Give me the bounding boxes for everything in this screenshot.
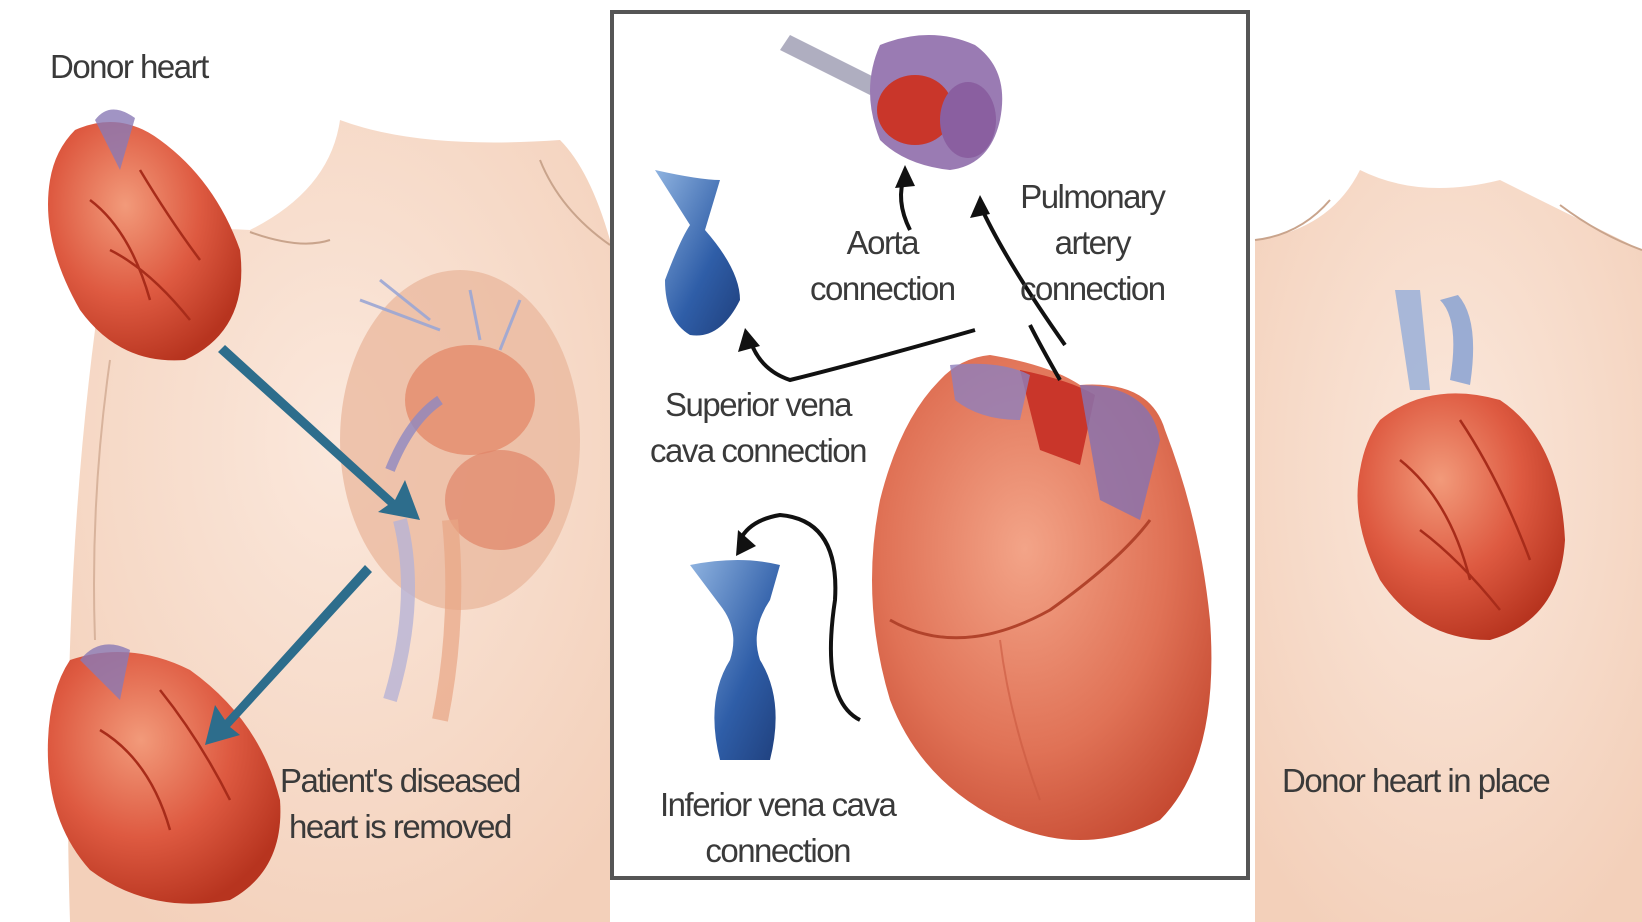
donor-heart-label: Donor heart [50, 44, 208, 90]
superior-vena-cava-label: Superior vena cava connection [650, 382, 866, 474]
patient-heart-removed-label: Patient's diseased heart is removed [280, 758, 520, 850]
pulmonary-artery-connection-label: Pulmonary artery connection [1020, 174, 1165, 312]
inferior-vena-cava-label: Inferior vena cava connection [660, 782, 895, 874]
donor-heart-icon [48, 109, 241, 360]
aorta-connection-label: Aorta connection [810, 220, 955, 312]
donor-heart-in-place-label: Donor heart in place [1282, 758, 1549, 804]
